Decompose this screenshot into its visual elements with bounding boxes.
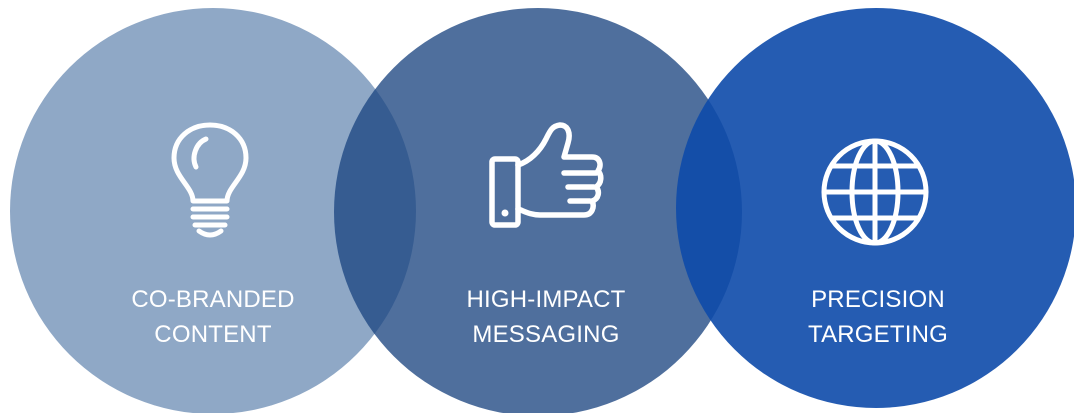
globe-icon bbox=[821, 138, 929, 246]
label-co-branded-content: CO-BRANDED CONTENT bbox=[83, 282, 343, 352]
label-line: HIGH-IMPACT bbox=[466, 286, 626, 313]
label-high-impact-messaging: HIGH-IMPACT MESSAGING bbox=[416, 282, 676, 352]
label-line: CONTENT bbox=[154, 321, 272, 348]
lightbulb-icon bbox=[171, 122, 249, 238]
label-precision-targeting: PRECISION TARGETING bbox=[748, 282, 1008, 352]
label-line: CO-BRANDED bbox=[131, 286, 295, 313]
label-line: MESSAGING bbox=[472, 321, 620, 348]
circle-high-impact-messaging bbox=[334, 8, 742, 413]
label-line: TARGETING bbox=[807, 321, 949, 348]
thumbs-up-icon bbox=[489, 122, 604, 228]
label-line: PRECISION bbox=[811, 286, 945, 313]
